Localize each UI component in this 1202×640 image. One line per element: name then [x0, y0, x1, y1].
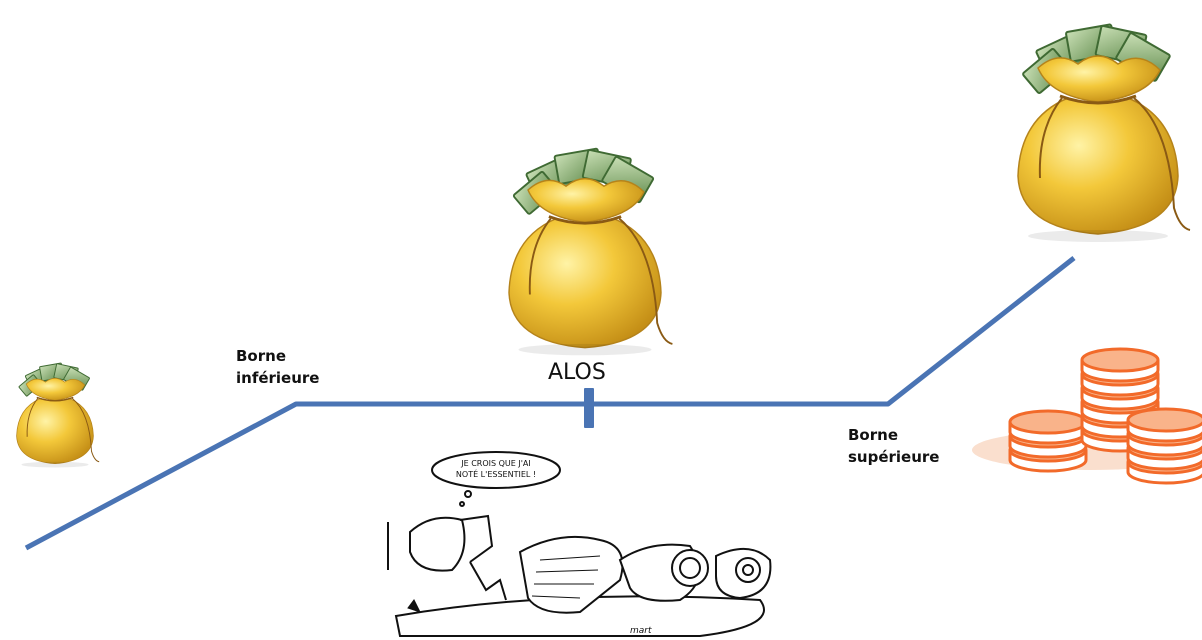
lower-bound-label: Borne inférieure	[236, 345, 319, 389]
speech-bubble-line2: NOTÉ L'ESSENTIEL !	[456, 468, 536, 479]
money-bag-large-icon	[1018, 24, 1190, 242]
lower-bound-line1: Borne	[236, 345, 319, 367]
alos-label: ALOS	[548, 360, 606, 385]
speech-bubble-line1: JE CROIS QUE J'AI	[460, 459, 531, 468]
upper-bound-label: Borne supérieure	[848, 424, 939, 468]
alos-marker	[584, 388, 594, 428]
money-bag-small-icon	[17, 363, 100, 468]
euro-coins-icon	[972, 349, 1202, 483]
upper-bound-line2: supérieure	[848, 446, 939, 468]
cartoon-signature: mart	[630, 626, 652, 636]
money-bag-medium-icon	[509, 148, 672, 355]
upper-bound-line1: Borne	[848, 424, 939, 446]
cartoon-person-scrolls-icon	[388, 452, 770, 636]
lower-bound-line2: inférieure	[236, 367, 319, 389]
